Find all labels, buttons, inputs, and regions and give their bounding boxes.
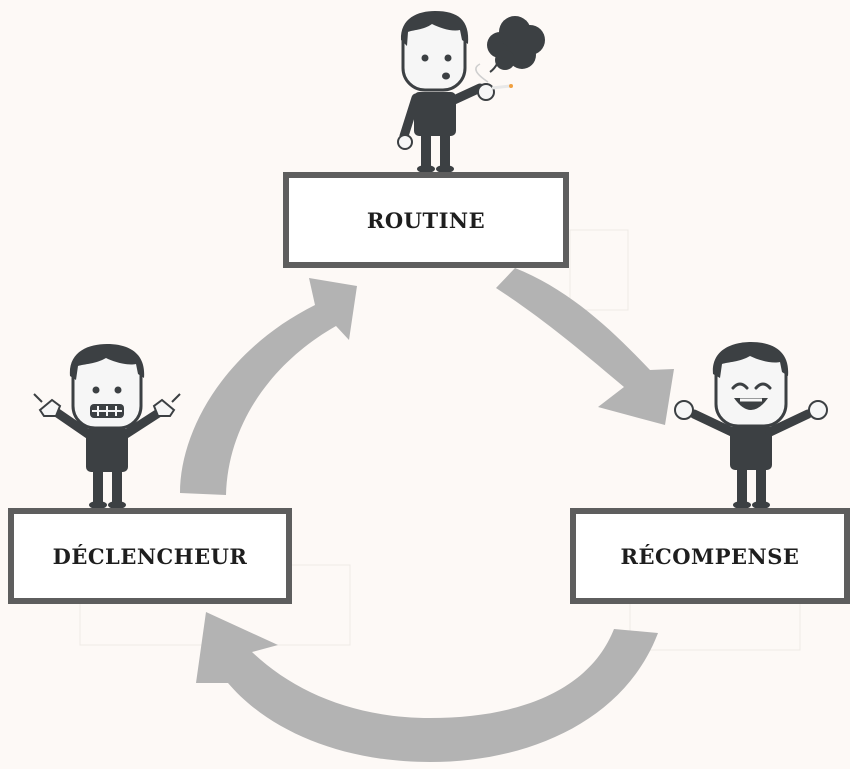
pointing-figure [33, 344, 181, 509]
arrow-routine-to-reward [496, 268, 674, 425]
smoke-cloud [487, 16, 545, 70]
reward-box [570, 508, 850, 604]
trigger-label: DÉCLENCHEUR [53, 544, 248, 569]
routine-label: ROUTINE [367, 208, 485, 233]
happy-figure [674, 342, 828, 509]
node-routine: ROUTINE [283, 172, 569, 268]
trigger-box [8, 508, 292, 604]
arrow-trigger-to-routine [180, 278, 357, 495]
cycle-arrows [180, 268, 674, 762]
arrow-reward-to-trigger [196, 612, 658, 762]
node-reward: RÉCOMPENSE [570, 508, 850, 604]
smoking-figure [397, 11, 545, 173]
routine-box [283, 172, 569, 268]
node-trigger: DÉCLENCHEUR [8, 508, 292, 604]
reward-label: RÉCOMPENSE [621, 544, 800, 569]
